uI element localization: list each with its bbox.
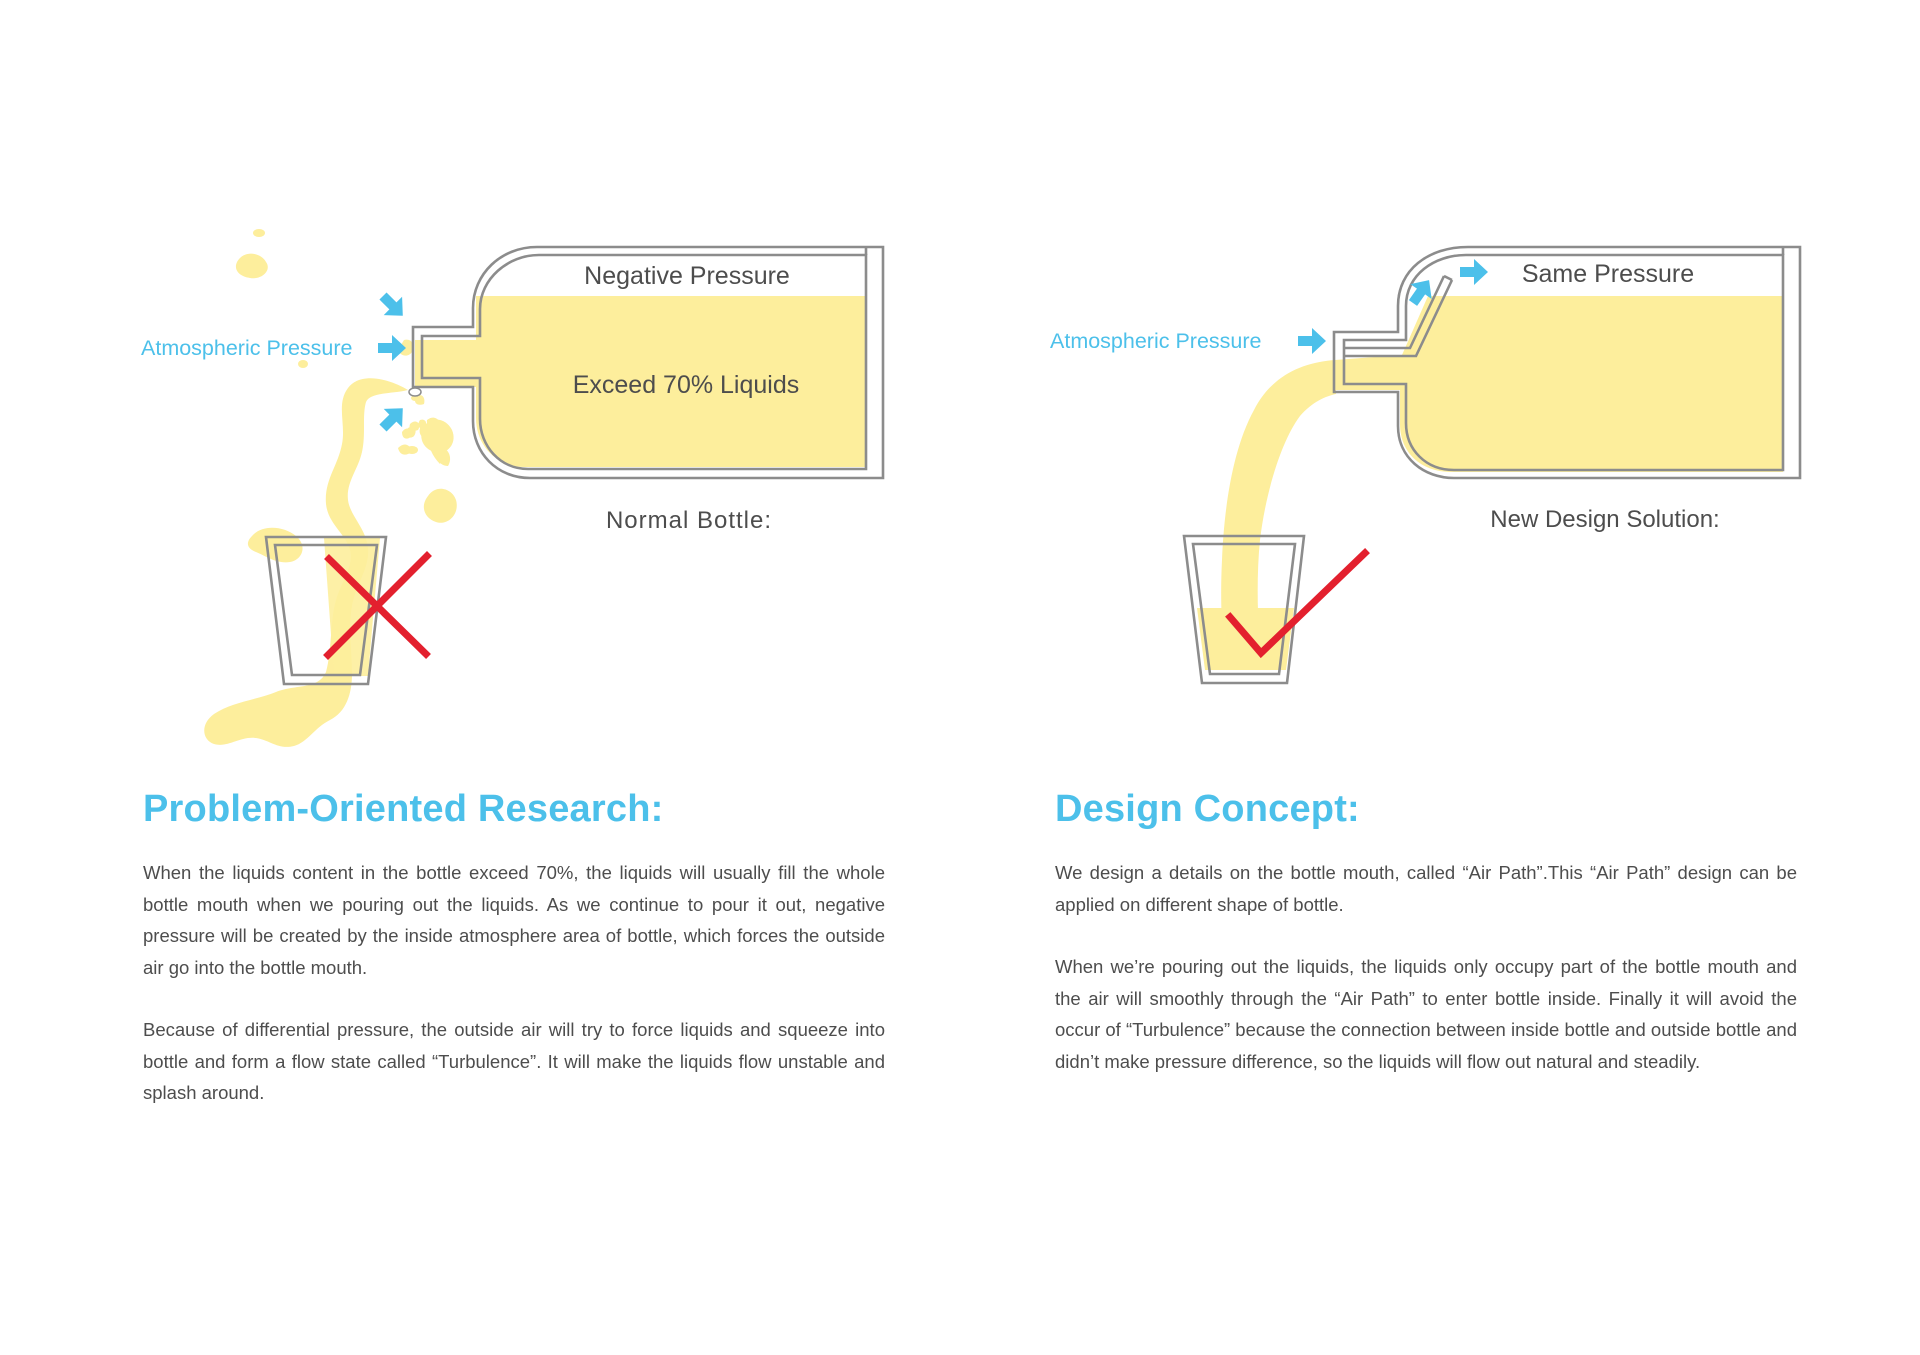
liquid-splash — [204, 229, 457, 747]
bottle-liquid — [415, 296, 866, 467]
atmospheric-pressure-label-right: Atmospheric Pressure — [1050, 329, 1262, 353]
normal-bottle-caption: Normal Bottle: — [606, 507, 772, 534]
red-check-icon — [1225, 548, 1370, 659]
new-bottle-illustration: Same Pressure New Design Solution: Atmos… — [1050, 245, 1802, 685]
concept-section: Design Concept: We design a details on t… — [1055, 788, 1797, 1108]
concept-paragraph-1: We design a details on the bottle mouth,… — [1055, 862, 1797, 915]
new-bottle-caption: New Design Solution: — [1490, 506, 1719, 533]
bottle-mouth-drop — [408, 387, 422, 397]
research-paragraph-1: When the liquids content in the bottle e… — [143, 862, 885, 978]
atmospheric-pressure-label-left: Atmospheric Pressure — [141, 336, 353, 360]
normal-bottle-outline — [411, 245, 885, 480]
same-pressure-label: Same Pressure — [1522, 260, 1694, 288]
arrow-down-right-icon — [373, 286, 412, 325]
research-section: Problem-Oriented Research: When the liqu… — [143, 788, 885, 1140]
negative-pressure-label: Negative Pressure — [584, 262, 790, 290]
liquid-level-label: Exceed 70% Liquids — [573, 371, 800, 399]
normal-bottle-illustration: Negative Pressure Exceed 70% Liquids Nor… — [141, 229, 885, 747]
concept-paragraph-2: When we’re pouring out the liquids, the … — [1055, 956, 1797, 1072]
bottle-liquid — [1335, 296, 1783, 472]
arrow-right-icon — [1460, 259, 1488, 285]
arrow-right-icon — [1298, 328, 1326, 354]
concept-heading: Design Concept: — [1055, 788, 1360, 830]
research-heading: Problem-Oriented Research: — [143, 788, 664, 830]
glass-outline — [1182, 534, 1306, 685]
smooth-liquid-stream — [1221, 360, 1336, 660]
arrow-right-icon — [378, 335, 406, 361]
air-arrows — [373, 286, 412, 438]
red-cross-icon — [323, 551, 432, 660]
research-paragraph-2: Because of differential pressure, the ou… — [143, 1019, 885, 1103]
glass-outline — [264, 535, 388, 686]
new-bottle-outline — [1332, 245, 1802, 480]
